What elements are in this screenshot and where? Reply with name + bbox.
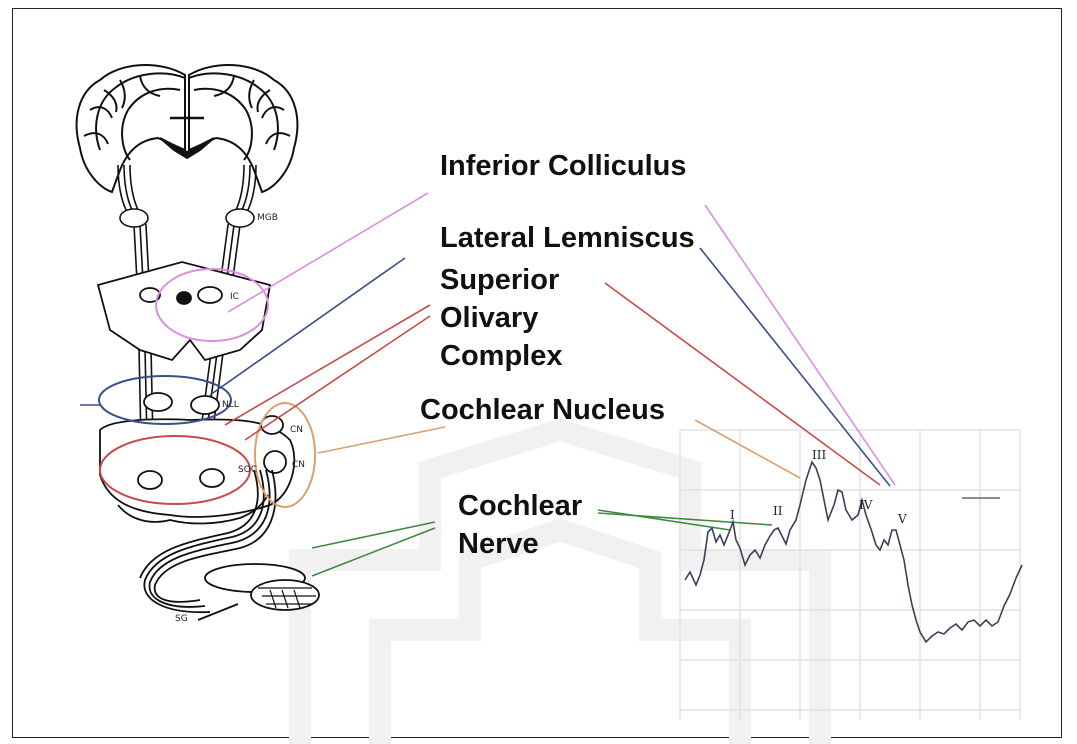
nll-label: NLL bbox=[222, 400, 239, 410]
peak-label-v: V bbox=[898, 512, 907, 526]
label-inferior-colliculus: Inferior Colliculus bbox=[440, 148, 687, 184]
brain-illustration bbox=[77, 65, 298, 192]
label-nerve: Nerve bbox=[458, 526, 539, 562]
ic-connector bbox=[228, 193, 428, 312]
mgb-label: MGB bbox=[257, 213, 278, 223]
peak-label-ii: II bbox=[773, 504, 782, 518]
label-superior: Superior bbox=[440, 262, 559, 298]
soc-connector-b bbox=[245, 316, 430, 440]
brainstem-section bbox=[100, 393, 294, 524]
label-olivary: Olivary bbox=[440, 300, 538, 336]
peak-label-i: I bbox=[730, 508, 735, 522]
label-cochlear: Cochlear bbox=[458, 488, 582, 524]
mgb-nuclei bbox=[120, 209, 254, 227]
label-lateral-lemniscus: Lateral Lemniscus bbox=[440, 220, 695, 256]
cn-to-wave bbox=[695, 420, 800, 478]
label-complex: Complex bbox=[440, 338, 562, 374]
soc-label: SOC bbox=[238, 465, 257, 475]
peak-label-iv: IV bbox=[859, 498, 872, 512]
peak-label-iii: III bbox=[812, 448, 826, 462]
sg-label: SG bbox=[175, 614, 188, 624]
watermark-emblem bbox=[300, 430, 820, 744]
ic-label: IC bbox=[230, 292, 239, 302]
midbrain-section bbox=[98, 262, 270, 360]
cn-upper-label: CN bbox=[290, 425, 303, 435]
ll-to-wave bbox=[700, 248, 890, 486]
cn-connector bbox=[318, 427, 445, 453]
cn-lower-label: CN bbox=[292, 460, 305, 470]
label-cochlear-nucleus: Cochlear Nucleus bbox=[420, 392, 665, 428]
